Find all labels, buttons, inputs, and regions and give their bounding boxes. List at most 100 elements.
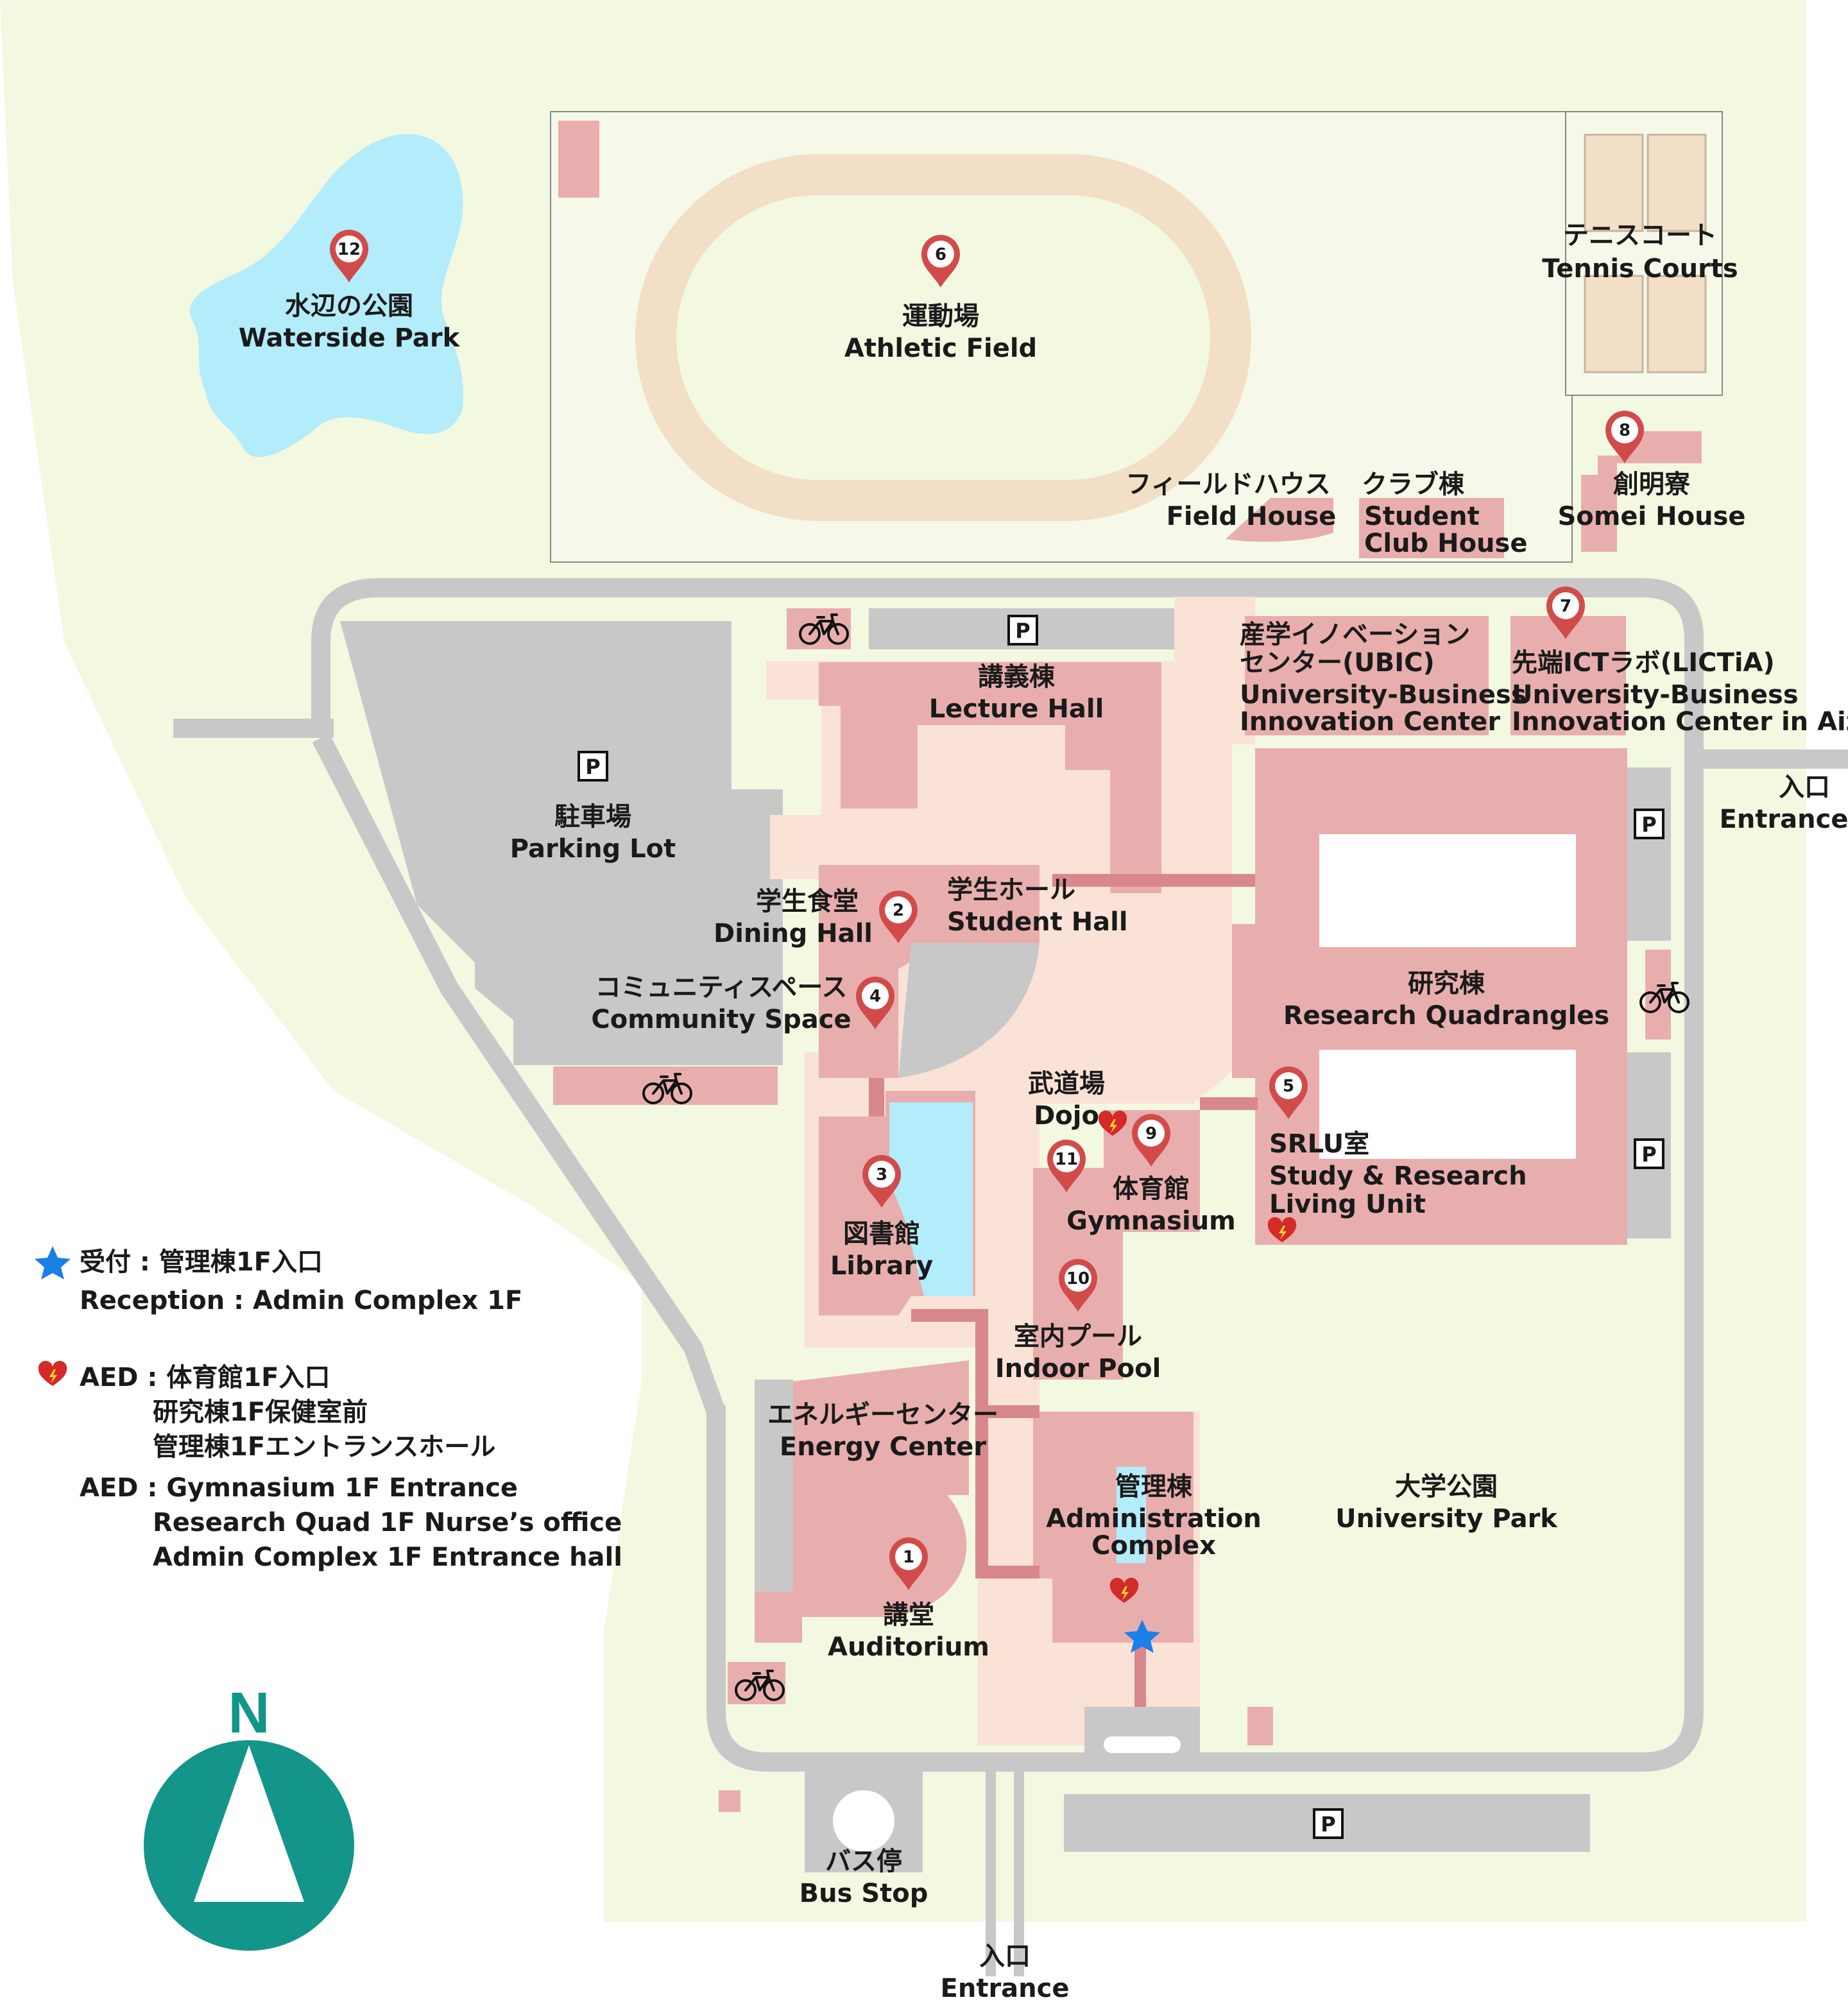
club-house-label-ja: クラブ棟: [1362, 470, 1465, 499]
svg-text:10: 10: [1066, 1269, 1090, 1288]
legend-aed-en-2: Research Quad 1F Nurse’s office: [153, 1508, 622, 1537]
infield: [676, 195, 1210, 480]
gymnasium-label-ja: 体育館: [1113, 1174, 1190, 1204]
svg-text:4: 4: [869, 987, 881, 1006]
svg-text:1: 1: [903, 1548, 914, 1567]
energy-center-road: [755, 1380, 793, 1591]
south-road-2: [1014, 1771, 1024, 1976]
lictia-building: [1510, 616, 1626, 735]
parking-icon: P: [1634, 809, 1664, 839]
dining-hall-label-en: Dining Hall: [714, 919, 873, 948]
legend-aed-en-3: Admin Complex 1F Entrance hall: [153, 1543, 622, 1572]
parking-icon: P: [1634, 1138, 1664, 1169]
tennis-courts-label-en: Tennis Courts: [1542, 254, 1738, 284]
srlu-label-en1: Study & Research: [1269, 1161, 1527, 1191]
pin-11[interactable]: 11: [1047, 1140, 1086, 1192]
lictia-label-en1: University-Business: [1512, 680, 1799, 710]
waterside-park-label-en: Waterside Park: [239, 323, 461, 353]
reception-star-icon: [35, 1246, 71, 1279]
ubic-label-ja1: 産学イノベーション: [1240, 620, 1470, 649]
parking-lot-label-ja: 駐車場: [554, 802, 631, 832]
tennis-courts-graphic: [1584, 133, 1707, 373]
admin-complex-label-ja: 管理棟: [1115, 1472, 1193, 1502]
admin-complex-building: [1033, 1412, 1194, 1643]
svg-text:P: P: [1321, 1812, 1335, 1836]
tennis-courts-label-ja: テニスコート: [1563, 221, 1717, 250]
lecture-hall-building: [819, 662, 1161, 893]
legend-aed-en-1: AED : Gymnasium 1F Entrance: [80, 1473, 518, 1503]
svg-text:2: 2: [893, 901, 904, 920]
srlu-label-ja: SRLU室: [1269, 1129, 1369, 1159]
ubic-building: [1245, 616, 1489, 735]
pin-1[interactable]: 1: [889, 1537, 928, 1590]
srlu-label-en2: Living Unit: [1269, 1190, 1426, 1219]
east-parking-1: [1627, 767, 1671, 941]
north-label: N: [228, 1681, 270, 1745]
svg-text:P: P: [1641, 812, 1656, 837]
bus-loop: [833, 1790, 894, 1852]
pin-10[interactable]: 10: [1059, 1259, 1097, 1312]
pin-12[interactable]: 12: [330, 230, 368, 282]
pin-7[interactable]: 7: [1546, 586, 1585, 639]
ring-road: [311, 578, 1704, 1772]
auditorium-label-en: Auditorium: [828, 1632, 989, 1662]
lecture-hall-label-ja: 講義棟: [978, 662, 1056, 692]
student-hall-label-ja: 学生ホール: [947, 875, 1075, 905]
dojo-label-ja: 武道場: [1028, 1069, 1105, 1099]
pin-6[interactable]: 6: [921, 235, 960, 287]
club-house-label-en1: Student: [1364, 502, 1480, 531]
entrance-south-label-ja: 入口: [979, 1942, 1031, 1971]
legend-aed-ja-2: 研究棟1F保健室前: [153, 1398, 368, 1427]
ubic-label-en1: University-Business: [1240, 680, 1527, 710]
entrance-south-label-en: Entrance: [941, 1974, 1070, 2002]
parking-icon: P: [578, 751, 608, 782]
energy-center-label-ja: エネルギーセンター: [767, 1400, 998, 1430]
pin-8[interactable]: 8: [1605, 411, 1644, 463]
library-pond: [889, 1102, 973, 1296]
parking-lot-label-en: Parking Lot: [510, 834, 676, 864]
gymnasium-label-en: Gymnasium: [1066, 1206, 1236, 1236]
legend-reception-ja: 受付 : 管理棟1F入口: [80, 1247, 323, 1277]
university-park-label-ja: 大学公園: [1395, 1472, 1498, 1502]
bus-stop-label-en: Bus Stop: [800, 1879, 928, 1908]
svg-text:6: 6: [935, 245, 946, 264]
library-label-ja: 図書館: [843, 1219, 920, 1249]
field-shed: [558, 121, 599, 198]
ubic-label-ja2: センター(UBIC): [1240, 648, 1435, 678]
research-quads-label-en: Research Quadrangles: [1283, 1001, 1609, 1031]
club-house-label-en2: Club House: [1364, 529, 1527, 558]
auditorium-label-ja: 講堂: [883, 1600, 934, 1630]
pin-5[interactable]: 5: [1269, 1066, 1308, 1119]
svg-text:11: 11: [1055, 1150, 1078, 1169]
svg-text:5: 5: [1283, 1077, 1294, 1096]
lictia-label-ja: 先端ICTラボ(LICTiA): [1512, 648, 1775, 678]
legend-aed-ja-3: 管理棟1Fエントランスホール: [153, 1432, 495, 1462]
svg-text:8: 8: [1619, 421, 1630, 440]
ubic-label-en2: Innovation Center: [1240, 707, 1500, 737]
pin-4[interactable]: 4: [856, 977, 894, 1029]
research-quads-label-ja: 研究棟: [1408, 969, 1485, 998]
entrance-east-label-ja: 入口: [1779, 773, 1830, 802]
pin-3[interactable]: 3: [862, 1155, 901, 1208]
student-hall-label-en: Student Hall: [947, 907, 1128, 937]
waterside-park-label-ja: 水辺の公園: [285, 291, 413, 321]
svg-text:3: 3: [876, 1165, 887, 1185]
legend: 受付 : 管理棟1F入口 Reception : Admin Complex 1…: [35, 1246, 622, 1572]
south-road-1: [986, 1771, 996, 1976]
west-road: [312, 733, 726, 1416]
pin-2[interactable]: 2: [879, 891, 918, 943]
entrance-east-label-en: Entrance: [1720, 805, 1848, 834]
energy-center-label-en: Energy Center: [780, 1432, 987, 1462]
pin-9[interactable]: 9: [1132, 1114, 1170, 1167]
svg-text:P: P: [1015, 619, 1030, 643]
admin-complex-label-en2: Complex: [1091, 1531, 1216, 1561]
legend-aed-ja-1: AED : 体育館1F入口: [80, 1363, 330, 1392]
somei-house-building: [1581, 431, 1702, 552]
svg-text:P: P: [1641, 1142, 1656, 1167]
athletic-field-label-en: Athletic Field: [844, 334, 1037, 363]
community-space-label-en: Community Space: [591, 1005, 851, 1034]
parking-icon: P: [1007, 615, 1038, 646]
west-road-stub: [173, 719, 334, 738]
svg-text:12: 12: [338, 240, 361, 259]
student-hall-steps: [898, 943, 1040, 1078]
